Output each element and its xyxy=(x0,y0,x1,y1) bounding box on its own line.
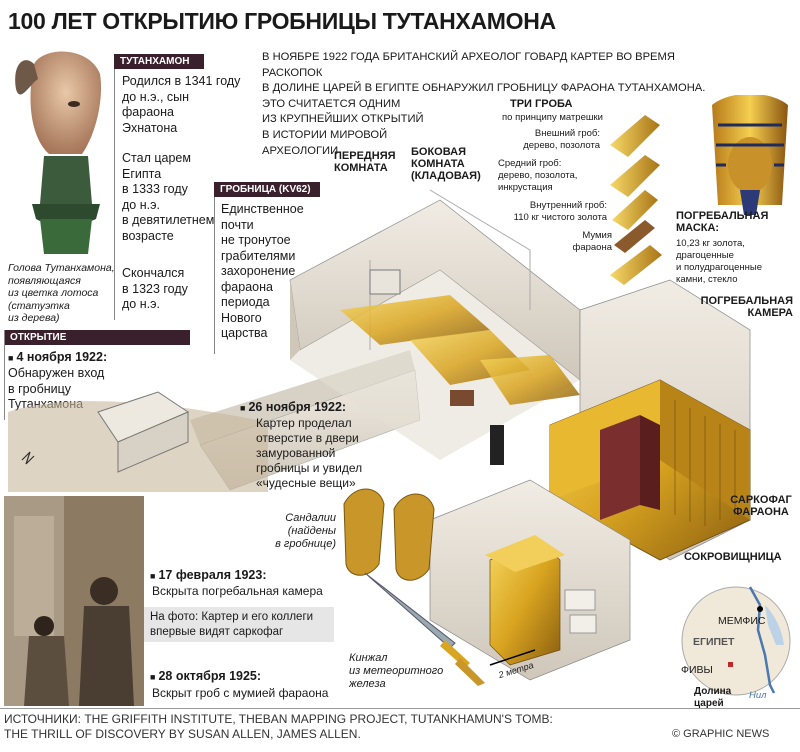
carter-photo xyxy=(4,496,144,706)
footer-divider xyxy=(0,708,800,709)
divider xyxy=(4,330,5,420)
event-1-date: 4 ноября 1922: xyxy=(8,350,107,364)
tomb-entrance-illustration xyxy=(8,391,268,492)
tomb-text: Единственное почти не тронутое грабителя… xyxy=(221,202,304,340)
egypt-map xyxy=(681,586,791,696)
tutankhamun-head-statue-image xyxy=(15,51,102,254)
coffins-illustration xyxy=(610,95,788,285)
event-4-text: Вскрыт гроб с мумией фараона xyxy=(152,686,329,700)
treasury-label: СОКРОВИЩНИЦА xyxy=(684,551,782,563)
coffins-subtitle: по принципу матрешки xyxy=(502,112,603,123)
event-2-date: 26 ноября 1922: xyxy=(240,400,346,414)
intro-text: В НОЯБРЕ 1922 ГОДА БРИТАНСКИЙ АРХЕОЛОГ Г… xyxy=(262,51,706,157)
credit-text: © GRAPHIC NEWS xyxy=(672,728,770,740)
inner-coffin-label: Внутренний гроб:110 кг чистого золота xyxy=(513,200,607,223)
tut-died-text: Скончался в 1323 году до н.э. xyxy=(122,266,188,311)
map-thebes-label: ФИВЫ xyxy=(681,664,713,676)
middle-coffin-label: Средний гроб:дерево, позолота,инкрустаци… xyxy=(498,158,578,193)
map-memphis-label: МЕМФИС xyxy=(718,615,766,627)
divider xyxy=(114,56,115,320)
head-caption: Голова Тутанхамона, появляющаяся из цвет… xyxy=(8,262,115,324)
dagger-illustration xyxy=(364,572,485,686)
event-4-date: 28 октября 1925: xyxy=(150,669,261,683)
sources-text: ИСТОЧНИКИ: THE GRIFFITH INSTITUTE, THEBA… xyxy=(4,712,553,741)
tut-born-text: Родился в 1341 году до н.э., сын фараона… xyxy=(122,74,241,135)
divider xyxy=(214,184,215,354)
outer-coffin-label: Внешний гроб:дерево, позолота xyxy=(523,128,600,151)
event-3-text: Вскрыта погребальная камера xyxy=(152,584,323,598)
section-header-discovery: ОТКРЫТИЕ xyxy=(4,330,190,345)
section-header-tomb: ГРОБНИЦА (KV62) xyxy=(214,182,320,197)
map-egypt-label: ЕГИПЕТ xyxy=(693,636,735,648)
sandals-illustration xyxy=(343,488,435,581)
event-3-date: 17 февраля 1923: xyxy=(150,568,266,582)
section-header-tutankhamun: ТУТАНХАМОН xyxy=(114,54,204,69)
coffins-title: ТРИ ГРОБА xyxy=(510,98,573,110)
tut-king-text: Стал царем Египта в 1333 году до н.э. в … xyxy=(122,151,215,243)
page-title: 100 ЛЕТ ОТКРЫТИЮ ГРОБНИЦЫ ТУТАНХАМОНА xyxy=(8,8,556,34)
map-nile-label: Нил xyxy=(749,690,767,701)
